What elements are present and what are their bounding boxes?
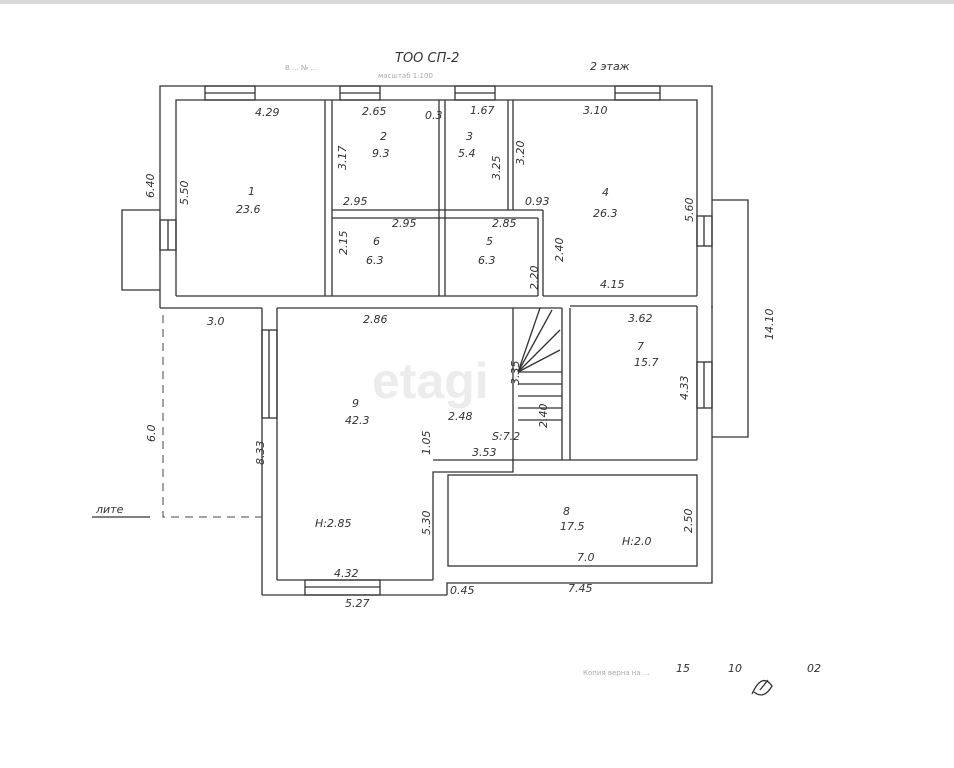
dim: 4.32 bbox=[334, 567, 359, 580]
dim: 3.10 bbox=[583, 104, 608, 117]
dim: 2.40 bbox=[537, 404, 550, 429]
dim: 2.15 bbox=[337, 231, 350, 256]
height-room-9: H:2.85 bbox=[315, 517, 351, 530]
dim: 6.40 bbox=[144, 174, 157, 199]
dim: 0.3 bbox=[425, 109, 443, 122]
windows bbox=[159, 85, 713, 596]
stair-area: S:7.2 bbox=[492, 430, 520, 443]
dim: 5.50 bbox=[178, 181, 191, 206]
room-3-area: 5.4 bbox=[458, 147, 476, 160]
room-3-number: 3 bbox=[466, 130, 473, 143]
scan-top-border bbox=[0, 0, 954, 4]
dimension-labels: 4.29 2.65 0.3 1.67 3.10 4.15 2.95 2.95 2… bbox=[92, 104, 776, 610]
room-9-area: 42.3 bbox=[345, 414, 370, 427]
dim: 5.30 bbox=[420, 511, 433, 536]
faint-line-1: В ... № ... bbox=[285, 64, 317, 72]
dim: 3.0 bbox=[207, 315, 225, 328]
dim: 1.05 bbox=[420, 431, 433, 456]
room-4-number: 4 bbox=[602, 186, 609, 199]
dim: 4.29 bbox=[255, 106, 280, 119]
faint-line-2: масштаб 1:100 bbox=[378, 72, 433, 80]
dim: 2.65 bbox=[362, 105, 387, 118]
dim: 2.95 bbox=[343, 195, 368, 208]
dim: 3.62 bbox=[628, 312, 653, 325]
room-6-number: 6 bbox=[373, 235, 380, 248]
lite-label: лите bbox=[95, 503, 124, 516]
dim: 6.0 bbox=[145, 425, 158, 443]
org-title: ТОО СП-2 bbox=[395, 51, 459, 66]
dim: 7.0 bbox=[577, 551, 595, 564]
room-8-number: 8 bbox=[563, 505, 570, 518]
room-7-number: 7 bbox=[637, 340, 644, 353]
dim: 3.17 bbox=[336, 146, 349, 171]
dim: 2.40 bbox=[553, 238, 566, 263]
dim: 2.85 bbox=[492, 217, 517, 230]
dim: 3.53 bbox=[472, 446, 497, 459]
room-1-number: 1 bbox=[248, 185, 255, 198]
room-4-area: 26.3 bbox=[593, 207, 618, 220]
dim: 0.93 bbox=[525, 195, 550, 208]
stamp-day: 15 bbox=[676, 662, 690, 675]
floor-label: 2 этаж bbox=[590, 60, 630, 73]
room-8-area: 17.5 bbox=[560, 520, 585, 533]
room-labels: 1 23.6 2 9.3 3 5.4 4 26.3 5 6.3 6 6.3 7 … bbox=[236, 130, 659, 533]
dim: 2.86 bbox=[363, 313, 388, 326]
room-2-area: 9.3 bbox=[372, 147, 390, 160]
dim: 3.25 bbox=[490, 156, 503, 181]
signature bbox=[751, 679, 773, 696]
dim: 4.15 bbox=[600, 278, 625, 291]
dim: 0.45 bbox=[450, 584, 475, 597]
room-5-number: 5 bbox=[486, 235, 493, 248]
room-7-area: 15.7 bbox=[634, 356, 659, 369]
walls bbox=[121, 85, 749, 596]
watermark: etagi bbox=[372, 353, 489, 409]
room-5-area: 6.3 bbox=[478, 254, 496, 267]
stamp-month: 10 bbox=[728, 662, 742, 675]
dim: 3.20 bbox=[514, 141, 527, 166]
dim: 1.67 bbox=[470, 104, 495, 117]
dim: 8.33 bbox=[254, 441, 267, 466]
dim: 5.60 bbox=[683, 198, 696, 223]
dim: 3.35 bbox=[509, 361, 522, 386]
dim: 14.10 bbox=[763, 309, 776, 341]
room-2-number: 2 bbox=[380, 130, 387, 143]
room-6-area: 6.3 bbox=[366, 254, 384, 267]
height-room-8: H:2.0 bbox=[622, 535, 651, 548]
stamp-text: Копия верна на ... bbox=[583, 669, 650, 677]
room-9-number: 9 bbox=[352, 397, 359, 410]
dim: 4.33 bbox=[678, 376, 691, 401]
room-1-area: 23.6 bbox=[236, 203, 261, 216]
dim: 7.45 bbox=[568, 582, 593, 595]
stamp-year: 02 bbox=[807, 662, 821, 675]
dim: 2.48 bbox=[448, 410, 473, 423]
dim: 2.95 bbox=[392, 217, 417, 230]
dim: 2.50 bbox=[682, 509, 695, 534]
dim: 2.20 bbox=[528, 266, 541, 291]
stamp: Копия верна на ... 15 10 02 bbox=[583, 662, 821, 696]
dim: 5.27 bbox=[345, 597, 370, 610]
